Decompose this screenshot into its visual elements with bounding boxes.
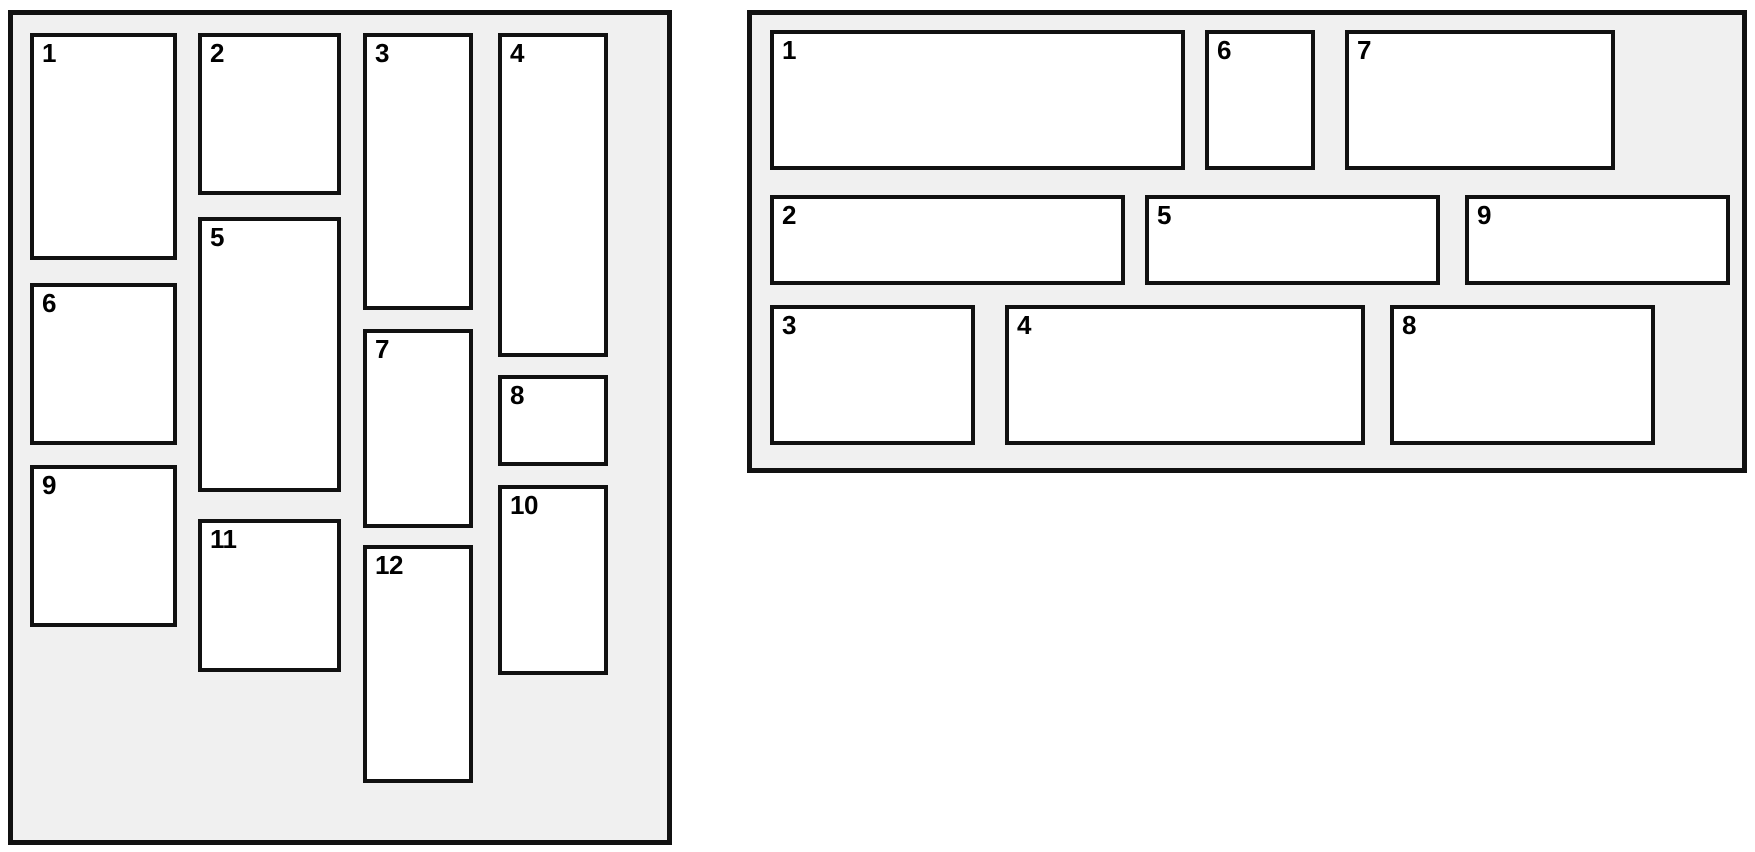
cell-label: 4	[1017, 310, 1031, 340]
cell-label: 9	[42, 470, 56, 500]
layout-cell-2[interactable]: 2	[198, 33, 341, 195]
layout-cell-2[interactable]: 2	[770, 195, 1125, 285]
cell-label: 3	[375, 38, 389, 68]
layout-cell-4[interactable]: 4	[498, 33, 608, 357]
cell-label: 2	[210, 38, 224, 68]
layout-cell-4[interactable]: 4	[1005, 305, 1365, 445]
cell-label: 7	[1357, 35, 1371, 65]
layout-cell-10[interactable]: 10	[498, 485, 608, 675]
cell-label: 5	[1157, 200, 1171, 230]
layout-cell-7[interactable]: 7	[1345, 30, 1615, 170]
layout-cell-8[interactable]: 8	[498, 375, 608, 466]
layout-cell-3[interactable]: 3	[770, 305, 975, 445]
cell-label: 9	[1477, 200, 1491, 230]
cell-label: 7	[375, 334, 389, 364]
cell-label: 11	[210, 524, 237, 554]
layout-cell-6[interactable]: 6	[30, 283, 177, 445]
layout-cell-1[interactable]: 1	[30, 33, 177, 260]
cell-label: 4	[510, 38, 524, 68]
layout-cell-5[interactable]: 5	[1145, 195, 1440, 285]
layout-cell-9[interactable]: 9	[30, 465, 177, 627]
cell-label: 12	[375, 550, 403, 580]
cell-label: 6	[1217, 35, 1231, 65]
cell-label: 3	[782, 310, 796, 340]
cell-label: 8	[1402, 310, 1416, 340]
right-layout-panel: 1 6 7 2 5 9 3 4 8	[747, 10, 1747, 473]
cell-label: 6	[42, 288, 56, 318]
layout-cell-1[interactable]: 1	[770, 30, 1185, 170]
layout-cell-5[interactable]: 5	[198, 217, 341, 492]
layout-cell-7[interactable]: 7	[363, 329, 473, 528]
layout-cell-9[interactable]: 9	[1465, 195, 1730, 285]
layout-cell-8[interactable]: 8	[1390, 305, 1655, 445]
cell-label: 1	[782, 35, 796, 65]
cell-label: 5	[210, 222, 224, 252]
cell-label: 10	[510, 490, 538, 520]
cell-label: 1	[42, 38, 56, 68]
cell-label: 2	[782, 200, 796, 230]
cell-label: 8	[510, 380, 524, 410]
layout-cell-6[interactable]: 6	[1205, 30, 1315, 170]
layout-cell-3[interactable]: 3	[363, 33, 473, 310]
layout-cell-11[interactable]: 11	[198, 519, 341, 672]
layout-cell-12[interactable]: 12	[363, 545, 473, 783]
